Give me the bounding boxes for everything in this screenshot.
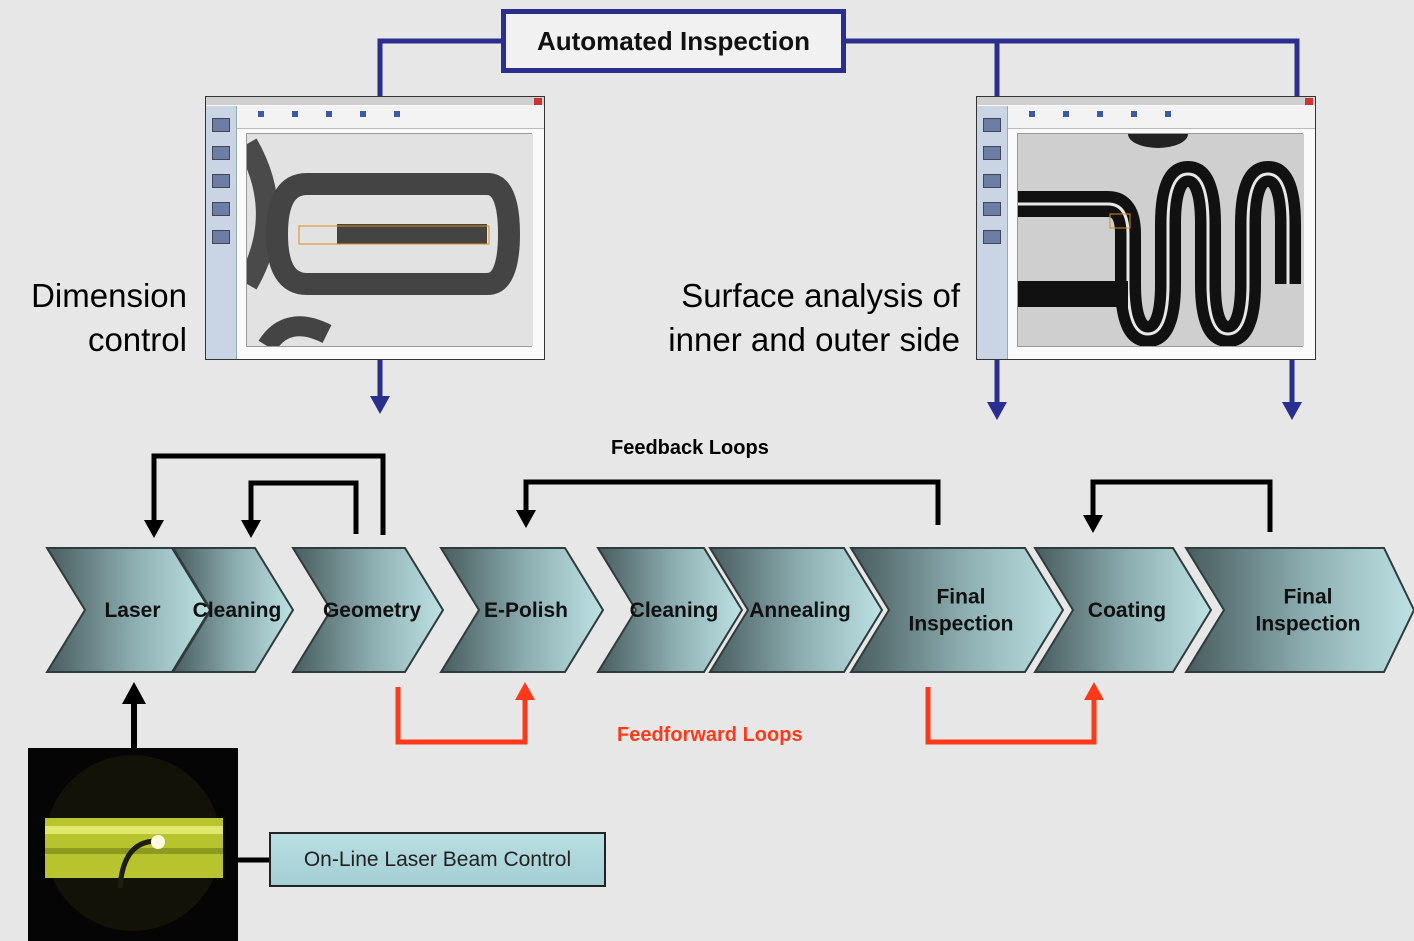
surface-analysis-screenshot <box>976 96 1316 360</box>
toolbar-icon <box>1131 111 1137 117</box>
inspection-line-right <box>845 38 1300 97</box>
automated-inspection-box: Automated Inspection <box>501 9 846 73</box>
laser-spot-image <box>28 748 238 941</box>
laser-beam-photo <box>28 748 238 941</box>
step-label-cleaning-1: Cleaning <box>193 599 282 622</box>
sidebar-icon <box>983 118 1001 132</box>
step-chevron-cleaning-2 <box>596 547 744 673</box>
step-chevron-e-polish <box>439 547 605 673</box>
feedback-geometry-to-cleaning <box>248 480 359 534</box>
arrowhead-ff-coating <box>1084 682 1104 700</box>
feedback-final-to-coating <box>1090 479 1273 532</box>
stent-image-view <box>237 133 533 352</box>
feedforward-loops-label: Feedforward Loops <box>617 724 803 746</box>
window-titlebar <box>206 97 544 105</box>
window-toolbar <box>977 106 1315 129</box>
step-chevron-final-inspection-2 <box>1184 547 1414 673</box>
arrowhead-ff-epolish <box>515 682 535 700</box>
window-sidebar <box>206 106 237 359</box>
step-label-annealing: Annealing <box>749 599 851 622</box>
toolbar-icon <box>394 111 400 117</box>
sidebar-icon <box>212 202 230 216</box>
sidebar-icon <box>983 146 1001 160</box>
toolbar-icon <box>1165 111 1171 117</box>
toolbar-icon <box>258 111 264 117</box>
step-chevron-geometry <box>291 547 445 673</box>
step-chevron-cleaning-1 <box>171 547 295 673</box>
step-chevron-final-inspection-1 <box>849 547 1065 673</box>
toolbar-icon <box>360 111 366 117</box>
stent-surface-view <box>1017 120 1304 348</box>
step-label-final-inspection-2: Inspection <box>1255 613 1360 636</box>
toolbar-icon <box>292 111 298 117</box>
feedback-final-to-epolish <box>523 479 941 525</box>
toolbar-icon <box>1097 111 1103 117</box>
close-icon <box>1305 98 1313 105</box>
feedforward-loops <box>395 687 1097 745</box>
window-titlebar <box>977 97 1315 105</box>
dimension-control-label: Dimension control <box>31 277 187 358</box>
feedforward-final-to-coating <box>925 687 1097 745</box>
sidebar-icon <box>983 174 1001 188</box>
feedback-geometry-to-laser <box>151 453 386 535</box>
sidebar-icon <box>983 202 1001 216</box>
arrowhead-cleaning <box>241 520 261 538</box>
arrowhead-down-right <box>1282 402 1302 420</box>
sidebar-icon <box>983 230 1001 244</box>
process-steps: Laser Cleaning Geometry E-Polish Cleaning Ann… <box>45 547 1414 673</box>
online-beam-control-label: On-Line Laser Beam Control <box>303 847 572 871</box>
step-chevron-annealing <box>708 547 884 673</box>
sidebar-icon <box>212 174 230 188</box>
feedforward-geometry-to-epolish <box>395 687 528 745</box>
step-label-geometry: Geometry <box>323 599 421 622</box>
automated-inspection-label: Automated Inspection <box>536 25 810 56</box>
step-label-final-inspection-2: Final <box>1283 586 1332 609</box>
step-label-laser: Laser <box>104 599 160 622</box>
toolbar-icon <box>326 111 332 117</box>
feedback-loops-label: Feedback Loops <box>611 437 769 459</box>
stent-surface-image <box>1018 120 1304 348</box>
arrowhead-coating <box>1083 515 1103 533</box>
step-chevron-coating <box>1033 547 1213 673</box>
step-label-coating: Coating <box>1088 599 1166 622</box>
arrowhead-epolish <box>516 510 536 528</box>
step-label-final-inspection-1: Final <box>936 586 985 609</box>
dimension-control-screenshot <box>205 96 545 360</box>
toolbar-icon <box>1063 111 1069 117</box>
arrowhead-down-mid <box>987 402 1007 420</box>
window-toolbar <box>206 106 544 129</box>
sidebar-icon <box>212 146 230 160</box>
step-label-final-inspection-1: Inspection <box>908 613 1013 636</box>
close-icon <box>534 98 542 105</box>
step-label-e-polish: E-Polish <box>484 599 568 622</box>
window-sidebar <box>977 106 1008 359</box>
surface-analysis-label: Surface analysis of inner and outer side <box>668 277 960 358</box>
toolbar-icon <box>1029 111 1035 117</box>
arrowhead-down-left <box>370 396 390 414</box>
inspection-line-left <box>377 38 503 97</box>
arrowhead-laser <box>144 520 164 538</box>
sidebar-icon <box>212 230 230 244</box>
inspection-connectors <box>377 38 1300 404</box>
feedback-loops <box>151 453 1273 535</box>
online-beam-control-box: On-Line Laser Beam Control <box>269 832 606 887</box>
arrowhead-laser-photo <box>122 682 146 704</box>
stent-struts-image <box>237 134 533 352</box>
sidebar-icon <box>212 118 230 132</box>
step-label-cleaning-2: Cleaning <box>630 599 719 622</box>
